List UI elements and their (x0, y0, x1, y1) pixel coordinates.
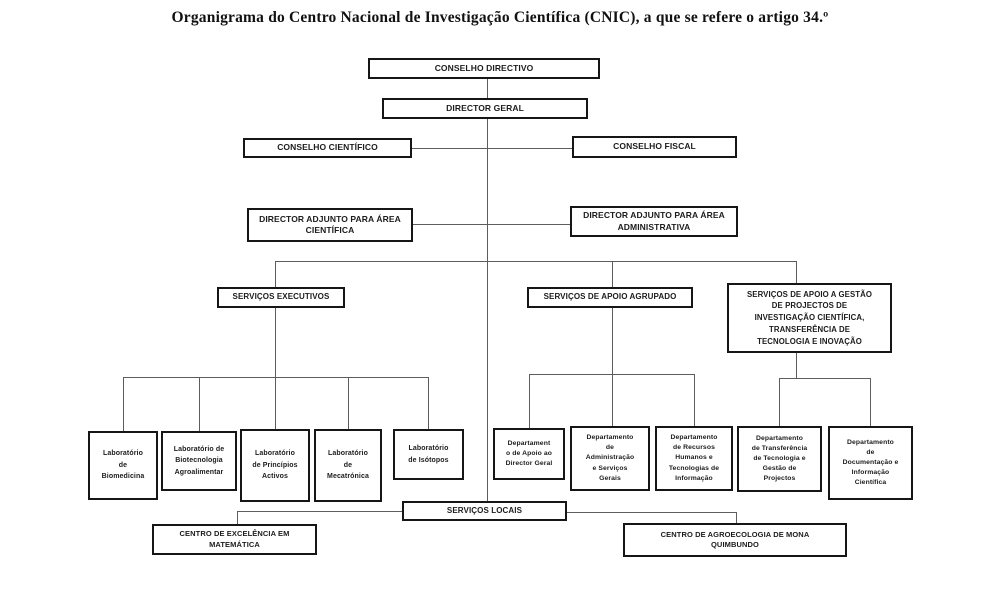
connector-line (612, 261, 614, 288)
chart-title: Organigrama do Centro Nacional de Invest… (171, 9, 829, 26)
node-conselho-cientifico: CONSELHO CIENTÍFICO (243, 138, 412, 158)
node-centro-excelencia-matematica: CENTRO DE EXCELÊNCIA EM MATEMÁTICA (152, 524, 317, 555)
connector-line (275, 261, 277, 288)
connector-line (412, 148, 572, 150)
node-servicos-apoio-gestao-projectos: SERVIÇOS DE APOIO A GESTÃO DE PROJECTOS … (727, 283, 892, 353)
connector-line (199, 377, 201, 432)
node-laboratorio-biotecnologia-agroalimentar: Laboratório de Biotecnologia Agroaliment… (161, 431, 237, 491)
node-laboratorio-biomedicina: Laboratório de Biomedicina (88, 431, 158, 500)
connector-line (348, 377, 350, 430)
connector-line (123, 377, 429, 379)
connector-line (123, 377, 125, 432)
connector-line (275, 261, 797, 263)
node-laboratorio-principios-activos: Laboratório de Princípios Activos (240, 429, 310, 502)
node-servicos-apoio-agrupado: SERVIÇOS DE APOIO AGRUPADO (527, 287, 693, 308)
node-departamento-transferencia-tecnologia: Departamento de Transferência de Tecnolo… (737, 426, 822, 492)
node-laboratorio-isotopos: Laboratório de Isótopos (393, 429, 464, 480)
connector-line (736, 512, 738, 524)
connector-line (796, 353, 798, 378)
node-conselho-directivo: CONSELHO DIRECTIVO (368, 58, 600, 79)
connector-line (487, 119, 489, 502)
node-conselho-fiscal: CONSELHO FISCAL (572, 136, 737, 158)
node-director-adjunto-area-cientifica: DIRECTOR ADJUNTO PARA ÁREA CIENTÍFICA (247, 208, 413, 242)
node-departamento-administracao-servicos-gerais: Departamento de Administração e Serviços… (570, 426, 650, 491)
node-director-adjunto-area-administrativa: DIRECTOR ADJUNTO PARA ÁREA ADMINISTRATIV… (570, 206, 738, 237)
connector-line (694, 374, 696, 427)
connector-line (779, 378, 870, 380)
connector-line (796, 261, 798, 284)
connector-line (237, 511, 239, 525)
node-departamento-apoio-director-geral: Departament o de Apoio ao Director Geral (493, 428, 565, 480)
node-centro-agroecologia-mona-quimbundo: CENTRO DE AGROECOLOGIA DE MONA QUIMBUNDO (623, 523, 847, 557)
connector-line (428, 377, 430, 430)
connector-line (237, 511, 403, 513)
connector-line (275, 308, 277, 431)
connector-line (870, 378, 872, 427)
connector-line (612, 308, 614, 427)
node-servicos-locais: SERVIÇOS LOCAIS (402, 501, 567, 521)
node-servicos-executivos: SERVIÇOS EXECUTIVOS (217, 287, 345, 308)
connector-line (566, 512, 737, 514)
connector-line (529, 374, 531, 429)
node-departamento-recursos-humanos-tecnologias: Departamento de Recursos Humanos e Tecno… (655, 426, 733, 491)
node-laboratorio-mecatronica: Laboratório de Mecatrónica (314, 429, 382, 502)
node-departamento-documentacao-informacao: Departamento de Documentação e Informaçã… (828, 426, 913, 500)
node-director-geral: DIRECTOR GERAL (382, 98, 588, 119)
connector-line (487, 78, 489, 99)
connector-line (413, 224, 570, 226)
connector-line (529, 374, 694, 376)
connector-line (779, 378, 781, 427)
